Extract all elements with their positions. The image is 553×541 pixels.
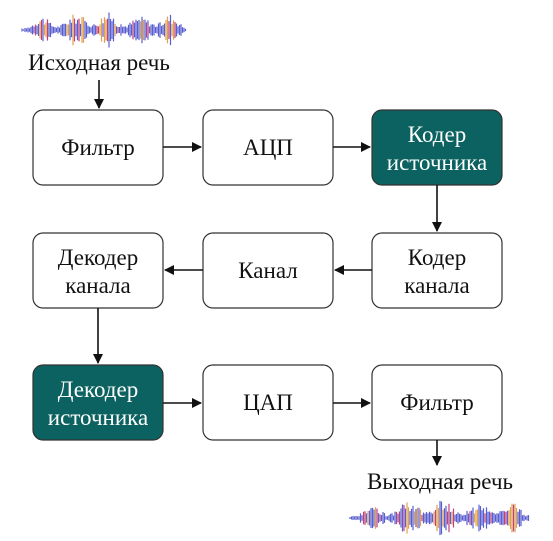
block-channel: Канал	[202, 232, 334, 309]
block-channel-encoder-line2: канала	[404, 273, 469, 298]
block-source-decoder-line1: Декодер	[58, 377, 138, 402]
block-filter-in: Фильтр	[32, 109, 164, 186]
block-dac: ЦАП	[202, 364, 334, 441]
block-channel-encoder-line1: Кодер	[408, 245, 466, 270]
block-adc-label: АЦП	[243, 135, 293, 160]
block-adc: АЦП	[202, 109, 334, 186]
block-dac-label: ЦАП	[243, 390, 293, 415]
block-channel-decoder: Декодер канала	[32, 232, 164, 309]
block-source-decoder-line2: источника	[48, 405, 148, 430]
input-label: Исходная речь	[28, 50, 170, 75]
block-source-encoder-line1: Кодер	[408, 122, 466, 147]
block-channel-decoder-line1: Декодер	[58, 245, 138, 270]
block-source-encoder-line2: источника	[387, 150, 487, 175]
block-channel-encoder: Кодер канала	[371, 232, 503, 309]
block-filter-in-label: Фильтр	[61, 135, 134, 160]
block-channel-label: Канал	[238, 258, 297, 283]
output-label: Выходная речь	[367, 469, 513, 494]
output-waveform-icon	[349, 500, 530, 536]
input-waveform-icon	[21, 12, 187, 48]
block-source-encoder: Кодер источника	[371, 109, 503, 186]
block-filter-out: Фильтр	[371, 364, 503, 441]
block-source-decoder: Декодер источника	[32, 364, 164, 441]
block-channel-decoder-line2: канала	[65, 273, 130, 298]
block-filter-out-label: Фильтр	[400, 390, 473, 415]
